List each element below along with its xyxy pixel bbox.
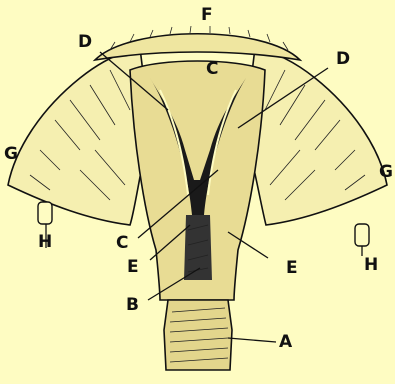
label-H-left: H	[38, 232, 52, 252]
label-G-right: G	[379, 162, 393, 182]
label-B: B	[126, 295, 139, 315]
label-D-left: D	[78, 32, 92, 52]
label-H-right: H	[364, 255, 378, 275]
label-C-left: C	[116, 233, 128, 253]
label-E-right: E	[286, 258, 298, 278]
label-G-left: G	[4, 144, 18, 164]
label-E-left: E	[127, 257, 139, 277]
cervix-vaginal-part	[164, 300, 232, 370]
label-A: A	[279, 332, 293, 352]
label-C-top: C	[206, 59, 218, 79]
label-F: F	[201, 5, 213, 25]
label-D-right: D	[336, 49, 350, 69]
